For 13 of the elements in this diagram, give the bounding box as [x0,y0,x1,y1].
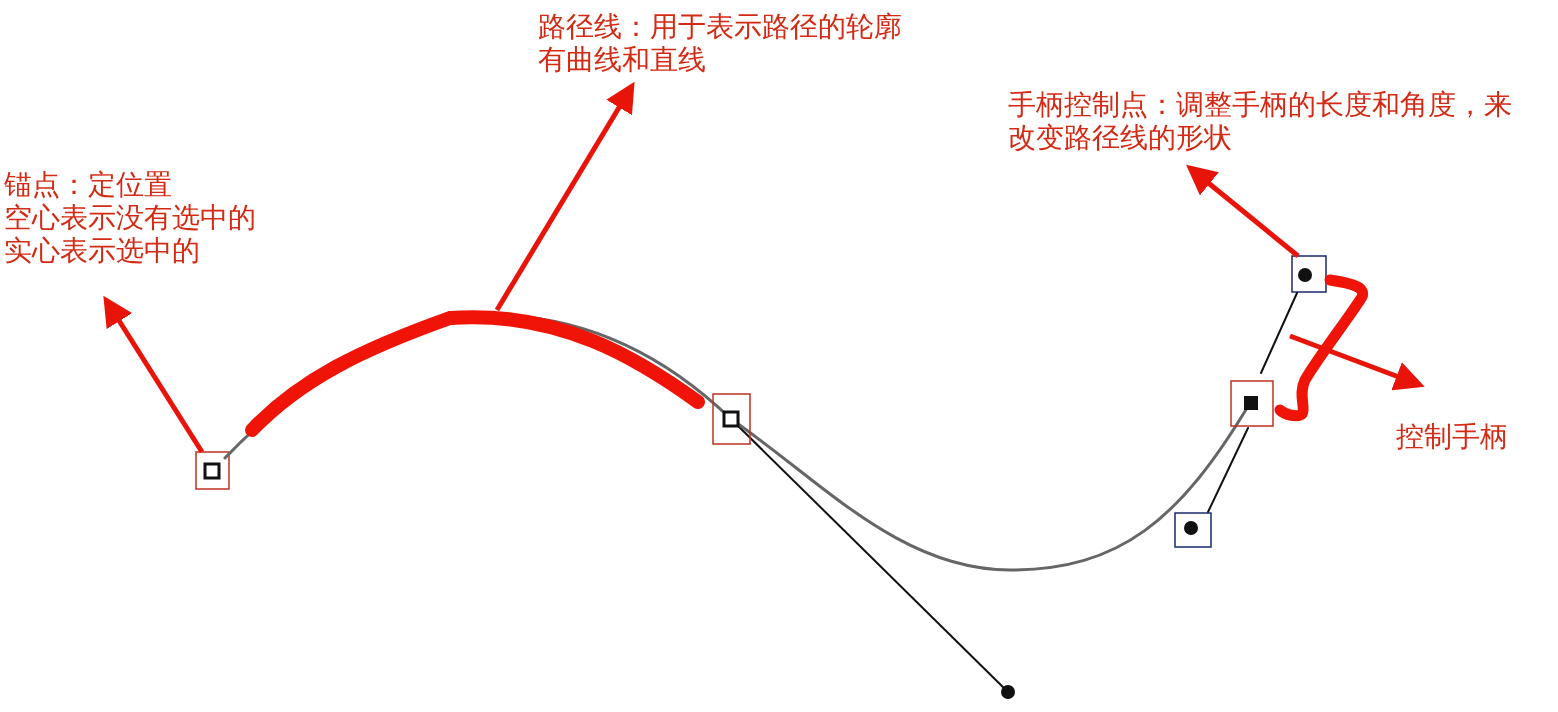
annotation-text: 实心表示选中的 [4,234,201,267]
annotation-text: 锚点：定位置 [4,168,173,201]
arrow [103,295,205,454]
anchor-point [195,451,230,490]
annotation-text: 控制手柄 [1396,420,1508,453]
arrow [494,81,635,312]
control-handle [1207,274,1369,513]
handle-point [1291,255,1327,293]
arrow [1289,333,1425,391]
arrow [1186,164,1300,258]
annotation-text: 手柄控制点：调整手柄的长度和角度，来改变路径线的形状 [1008,88,1518,154]
annotation-text: 空心表示没有选中的 [4,201,257,234]
annotation-text: 路径线：用于表示路径的轮廓有曲线和直线 [538,10,908,76]
